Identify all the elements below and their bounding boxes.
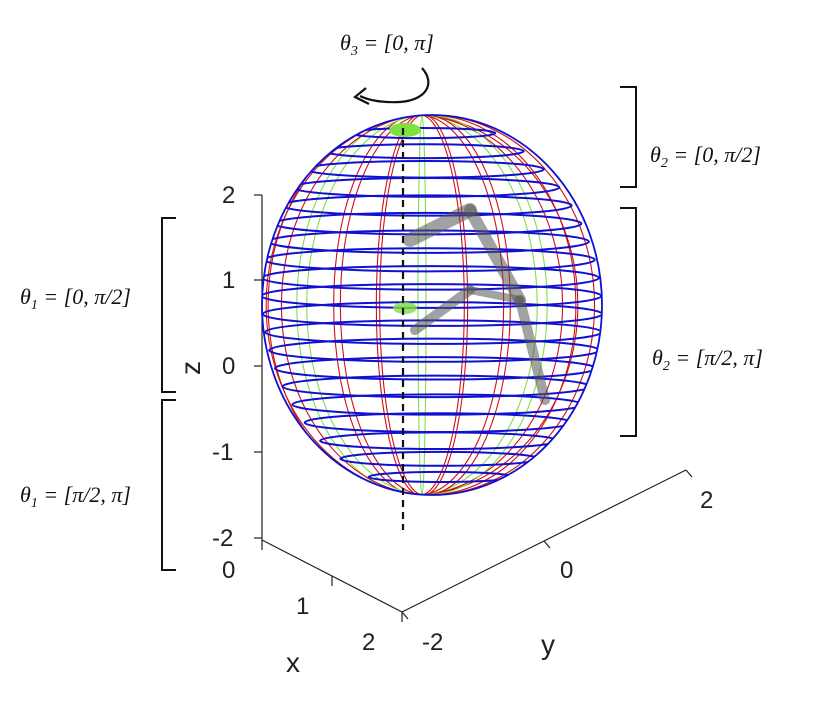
x-tick-0: 0 — [222, 557, 235, 584]
z-tick-1: 1 — [222, 267, 235, 294]
y-tick-neg2: -2 — [422, 629, 443, 656]
label-theta1-bottom: θ1 = [π/2, π] — [20, 482, 131, 511]
rotation-arrow-icon — [352, 67, 430, 105]
middle-cap — [393, 302, 417, 314]
z-tick-neg1: -1 — [212, 439, 233, 466]
meridian-line — [267, 115, 564, 495]
meridian-line — [375, 115, 465, 495]
meridian-line — [417, 115, 427, 495]
brackets-left — [161, 217, 176, 571]
meridian-line — [262, 115, 579, 495]
x-tick-1: 1 — [296, 593, 309, 620]
rotation-mesh — [261, 114, 603, 496]
linkage — [403, 203, 550, 405]
label-theta1-top: θ1 = [0, π/2] — [20, 284, 131, 313]
mesh-outline — [261, 114, 603, 496]
label-theta2-bottom: θ2 = [π/2, π] — [652, 345, 763, 374]
meridian-line — [379, 115, 469, 495]
label-theta3: θ3 = [0, π] — [340, 30, 434, 59]
bracket-theta2-top — [620, 86, 637, 188]
bracket-theta1-bottom — [161, 399, 176, 571]
label-theta2-top: θ2 = [0, π/2] — [650, 142, 761, 171]
mesh-fill — [262, 115, 602, 495]
brackets-right — [620, 86, 637, 437]
axis-frame — [254, 194, 693, 622]
z-axis-label: z — [175, 361, 206, 375]
bracket-theta1-top — [161, 217, 176, 393]
y-axis-label: y — [541, 629, 555, 660]
y-tick-0: 0 — [560, 557, 573, 584]
meridian-line — [265, 115, 596, 495]
x-tick-2: 2 — [362, 629, 375, 656]
top-cap — [389, 123, 421, 137]
meridian-line — [280, 115, 577, 495]
z-tick-0: 0 — [222, 353, 235, 380]
x-axis-label: x — [286, 647, 300, 678]
bracket-theta2-bottom — [620, 207, 637, 437]
z-tick-neg2: -2 — [212, 525, 233, 552]
z-tick-2: 2 — [222, 182, 235, 209]
y-tick-2: 2 — [700, 487, 713, 514]
